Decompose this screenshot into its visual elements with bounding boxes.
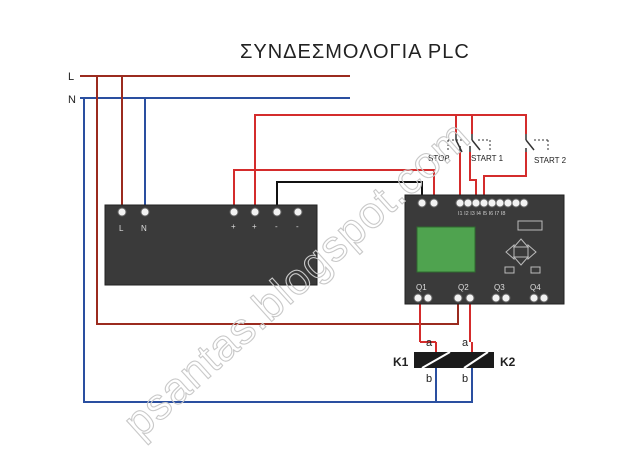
- psu-terminal: [229, 207, 239, 217]
- arrow-up-icon: [512, 238, 530, 248]
- zero-volt-wiring: [276, 181, 423, 210]
- plc-terminal: [539, 293, 549, 303]
- plc-terminal: [453, 293, 463, 303]
- neutral-return: [83, 98, 473, 403]
- output-label-q2: Q2: [458, 283, 469, 292]
- plc-terminal: [529, 293, 539, 303]
- start1-label: START 1: [471, 154, 504, 163]
- plc-terminal: [511, 198, 521, 208]
- plc-terminal: [429, 198, 439, 208]
- arrow-down-icon: [512, 256, 530, 266]
- k2-terminal-a: a: [462, 337, 469, 349]
- start1-to-i2: [469, 152, 477, 198]
- plc-terminal: [417, 198, 427, 208]
- psu-label-n: N: [141, 224, 147, 233]
- psu-terminal: [272, 207, 282, 217]
- line-label-l: L: [68, 71, 74, 83]
- start2-contact: [525, 139, 535, 151]
- psu-label-minus-2: -: [296, 222, 299, 231]
- start1-switch: START 1: [469, 134, 504, 163]
- plc-terminal: [465, 293, 475, 303]
- line-label-n: N: [68, 94, 76, 106]
- output-label-q3: Q3: [494, 283, 505, 292]
- psu-terminal: [140, 207, 150, 217]
- output-label-q4: Q4: [530, 283, 541, 292]
- psu-label-l: L: [119, 224, 124, 233]
- start2-switch: START 2: [525, 134, 567, 165]
- diagram-title: ΣΥΝΔΕΣΜΟΛΟΓΙΑ PLC: [240, 41, 470, 63]
- k1-terminal-a: a: [426, 337, 433, 349]
- plc-top-terminals: [417, 198, 529, 208]
- psu-label-plus-2: +: [252, 222, 257, 231]
- neutral-wiring: [83, 98, 473, 403]
- stop-contact: [455, 139, 463, 153]
- plc-terminal: [413, 293, 423, 303]
- coil-k2-symbol: [463, 351, 489, 369]
- plc-keypad: [504, 238, 541, 274]
- live-to-q2: [96, 76, 459, 325]
- supply-to-switches: [254, 114, 527, 210]
- start1-contact: [471, 139, 481, 151]
- plc-terminal: [423, 293, 433, 303]
- plc-terminal: [479, 198, 489, 208]
- psu-terminal: [117, 207, 127, 217]
- plc-unit: I1 I2 I3 I4 I5 I6 I7 I8 Q1 Q2 Q3 Q4: [404, 194, 565, 305]
- plc-terminal: [503, 198, 513, 208]
- plc-terminal: [519, 198, 529, 208]
- psu-terminal: [293, 207, 303, 217]
- ok-key-icon: [530, 266, 541, 274]
- k2-terminal-b: b: [462, 373, 468, 385]
- plc-terminal: [471, 198, 481, 208]
- plc-input-labels: I1 I2 I3 I4 I5 I6 I7 I8: [458, 211, 505, 217]
- signal-wiring: [233, 114, 527, 342]
- plc-display: [416, 226, 476, 273]
- push-buttons: STOP START 1 START 2: [428, 134, 567, 165]
- supply-minus-to-plc: [276, 181, 423, 210]
- k1-terminal-b: b: [426, 373, 432, 385]
- k2-label: K2: [500, 355, 516, 369]
- supply-plus-to-plc: [233, 169, 435, 210]
- plc-slot: [517, 220, 543, 231]
- arrow-left-icon: [505, 243, 515, 261]
- stop-label: STOP: [428, 154, 450, 163]
- psu-terminals: [117, 207, 303, 217]
- plc-bottom-terminals: [413, 293, 549, 303]
- start2-to-i3: [483, 152, 527, 198]
- psu-label-plus-1: +: [231, 222, 236, 231]
- power-supply: L N + + - -: [104, 204, 318, 286]
- plc-terminal: [463, 198, 473, 208]
- plc-terminal: [501, 293, 511, 303]
- k1-label: K1: [393, 355, 409, 369]
- plc-terminal: [491, 293, 501, 303]
- output-label-q1: Q1: [416, 283, 427, 292]
- start2-label: START 2: [534, 156, 567, 165]
- live-wiring: [96, 76, 459, 325]
- coil-k1: a K1 b: [393, 337, 458, 385]
- stop-switch: STOP: [428, 134, 463, 163]
- plc-terminal: [495, 198, 505, 208]
- coil-k2: a K2 b: [458, 337, 516, 385]
- arrow-right-icon: [527, 243, 537, 261]
- power-supply-housing: [104, 204, 318, 286]
- coil-k1-symbol: [421, 351, 451, 369]
- psu-label-minus-1: -: [275, 222, 278, 231]
- psu-terminal: [250, 207, 260, 217]
- plc-terminal: [455, 198, 465, 208]
- plc-terminal: [487, 198, 497, 208]
- supply-rails: L N: [68, 71, 350, 106]
- esc-key-icon: [504, 266, 515, 274]
